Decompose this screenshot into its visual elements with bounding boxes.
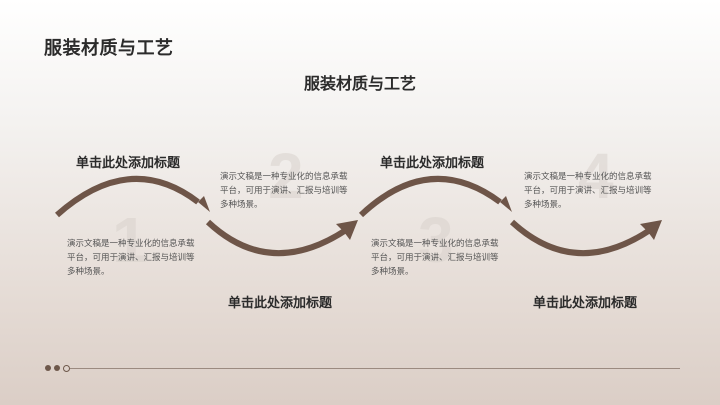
arrowhead-1: [186, 192, 210, 212]
arrow-1: [55, 175, 200, 218]
step-number-2: 2: [268, 140, 304, 212]
dot-hollow-icon: [63, 365, 70, 372]
step-2-title[interactable]: 单击此处添加标题: [228, 296, 333, 311]
footer-divider: [70, 368, 680, 369]
step-1-desc: 演示文稿是一种专业化的信息承载平台，可用于演讲、汇报与培训等多种场景。: [67, 239, 195, 277]
step-2-desc: 演示文稿是一种专业化的信息承载平台，可用于演讲、汇报与培训等多种场景。: [220, 172, 348, 210]
arrow-4: [509, 219, 652, 257]
dot-filled-icon: [54, 365, 60, 371]
arrow-3: [358, 175, 502, 218]
step-number-3: 3: [418, 204, 454, 276]
step-3-desc: 演示文稿是一种专业化的信息承载平台，可用于演讲、汇报与培训等多种场景。: [371, 239, 499, 277]
step-1-title[interactable]: 单击此处添加标题: [76, 156, 181, 171]
slide-title: 服装材质与工艺: [44, 38, 174, 59]
step-number-4: 4: [578, 140, 614, 212]
arrowhead-2: [336, 220, 358, 240]
arrowhead-3: [488, 192, 512, 212]
footer-dots: [45, 365, 70, 372]
step-number-1: 1: [112, 204, 148, 276]
step-3-title[interactable]: 单击此处添加标题: [380, 156, 485, 171]
center-title: 服装材质与工艺: [303, 74, 416, 93]
dot-filled-icon: [45, 365, 51, 371]
step-4-desc: 演示文稿是一种专业化的信息承载平台，可用于演讲、汇报与培训等多种场景。: [524, 172, 652, 210]
arrowhead-4: [640, 220, 662, 240]
arrow-2: [205, 219, 348, 257]
step-4-title[interactable]: 单击此处添加标题: [533, 296, 638, 311]
